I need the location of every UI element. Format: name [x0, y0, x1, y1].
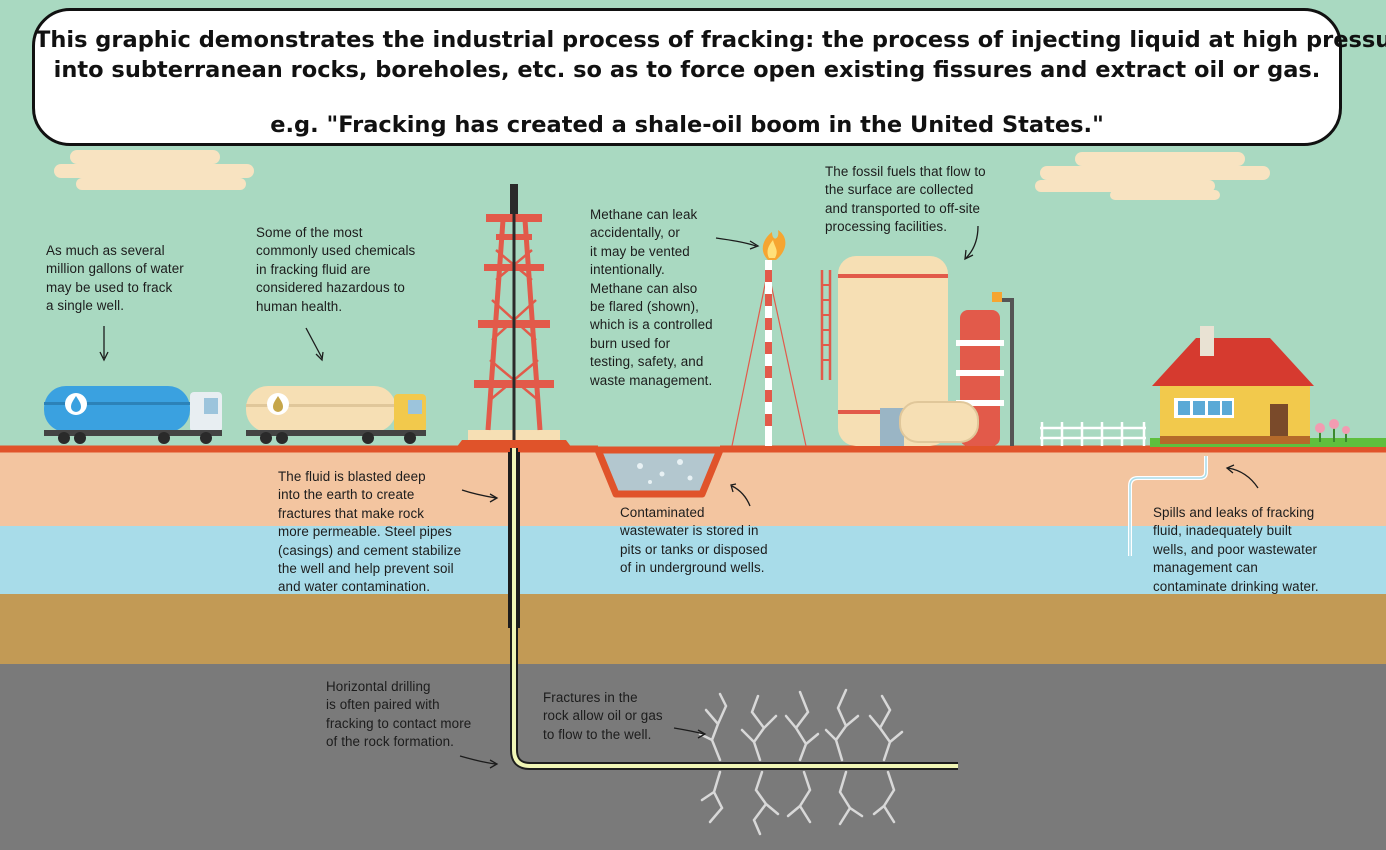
- bedrock-layer: [0, 664, 1386, 850]
- note-fractures: Fractures in the rock allow oil or gas t…: [543, 690, 663, 742]
- drilling-rig: [456, 184, 572, 448]
- note-wastewater: Contaminated wastewater is stored in pit…: [620, 505, 768, 576]
- note-horizontal: Horizontal drilling is often paired with…: [326, 679, 472, 750]
- note-water: As much as several million gallons of wa…: [46, 243, 184, 314]
- note-fluid: The fluid is blasted deep into the earth…: [278, 469, 462, 595]
- cloud-right: [1035, 152, 1270, 200]
- leak-pipe-inner: [1129, 456, 1207, 556]
- wastewater-pit: [594, 446, 724, 498]
- caption-example: e.g. "Fracking has created a shale-oil b…: [270, 112, 1104, 138]
- water-truck: [44, 386, 222, 444]
- aquifer-layer: [0, 526, 1386, 594]
- note-fossil-fuels: The fossil fuels that flow to the surfac…: [825, 164, 986, 235]
- annotation-arrows: [99, 225, 1259, 769]
- note-chemicals: Some of the most commonly used chemicals…: [256, 225, 416, 314]
- caption-line-1: This graphic demonstrates the industrial…: [35, 27, 1386, 53]
- cloud-left: [54, 150, 254, 190]
- well-pipe-fluid: [512, 440, 958, 768]
- note-spills: Spills and leaks of fracking fluid, inad…: [1153, 505, 1319, 594]
- fence: [1040, 422, 1146, 446]
- caption-line-2: into subterranean rocks, boreholes, etc.…: [53, 57, 1321, 83]
- note-methane: Methane can leak accidentally, or it may…: [590, 207, 713, 388]
- house: [1152, 326, 1314, 444]
- flare-stack: [731, 230, 807, 447]
- pipe-casing: [508, 452, 520, 628]
- caption-box: This graphic demonstrates the industrial…: [32, 8, 1386, 146]
- pit-bubbles: [637, 459, 693, 484]
- flowers: [1315, 419, 1350, 442]
- chemical-truck: [246, 386, 426, 444]
- storage-facility: [820, 256, 1014, 446]
- rock-fractures: [698, 688, 904, 836]
- clay-layer: [0, 594, 1386, 664]
